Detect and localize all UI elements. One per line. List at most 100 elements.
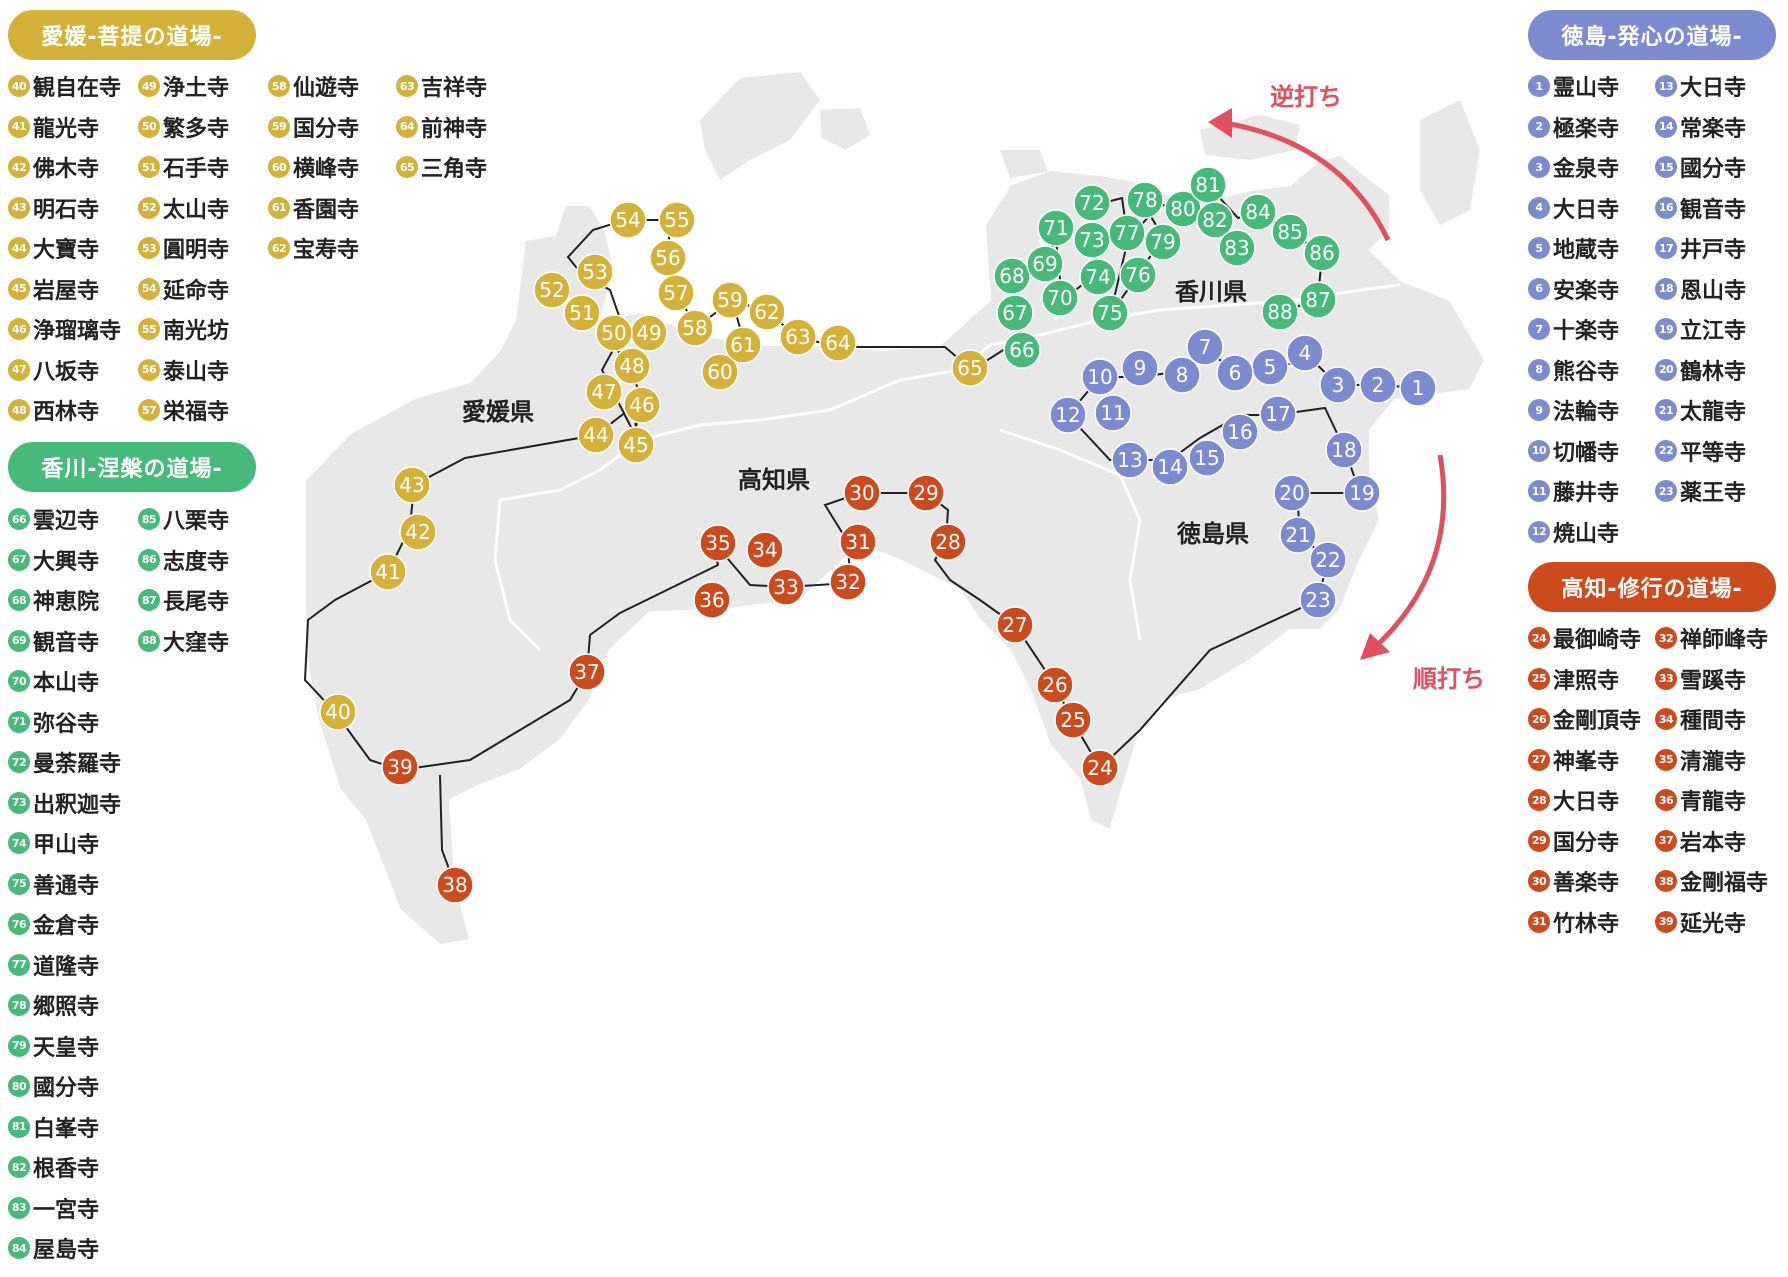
- temple-marker-circle: [829, 563, 867, 601]
- temple-marker: 57: [657, 274, 695, 312]
- temple-marker-number: 73: [1079, 228, 1104, 252]
- temple-name: 三角寺: [421, 157, 488, 182]
- temple-marker: 13: [1111, 441, 1149, 479]
- temple-number-badge: 75: [8, 872, 30, 895]
- temple-marker: 16: [1221, 413, 1259, 451]
- temple-marker-number: 28: [935, 530, 960, 554]
- temple-marker-circle: [393, 466, 431, 504]
- temple-name: 本山寺: [33, 671, 100, 696]
- temple-number-badge: 57: [138, 399, 160, 421]
- temple-marker-circle: [1309, 541, 1347, 579]
- temple-name: 藤井寺: [1553, 481, 1620, 506]
- temple-name: 曼荼羅寺: [33, 752, 122, 777]
- temple-marker-circle: [996, 606, 1034, 644]
- temple-name: 常楽寺: [1680, 116, 1747, 142]
- temple-marker: 29: [907, 474, 945, 512]
- temple-marker-number: 56: [655, 246, 680, 270]
- temple-marker-circle: [1144, 223, 1182, 261]
- temple-marker: 52: [533, 271, 571, 309]
- temple-name: 雪蹊寺: [1680, 668, 1747, 694]
- temple-marker-circle: [1303, 234, 1341, 272]
- temple-number-badge: 16: [1655, 196, 1677, 219]
- temple-name: 太山寺: [163, 197, 230, 223]
- temple-marker-circle: [1073, 184, 1111, 222]
- temple-marker-circle: [711, 281, 749, 319]
- temple-name: 南光坊: [163, 319, 230, 344]
- temple-name: 大窪寺: [163, 630, 230, 656]
- temple-marker-number: 74: [1085, 265, 1110, 289]
- temple-number-badge: 31: [1528, 910, 1550, 933]
- temple-number-badge: 59: [268, 115, 290, 138]
- temple-marker: 85: [1271, 213, 1309, 251]
- temple-name: 善楽寺: [1553, 871, 1620, 896]
- temple-marker-circle: [649, 239, 687, 277]
- temple-marker-circle: [1081, 749, 1119, 787]
- temple-marker-number: 35: [705, 531, 730, 555]
- temple-name: 圓明寺: [163, 238, 230, 263]
- temple-number-badge: 50: [138, 115, 160, 138]
- temple-marker: 84: [1239, 193, 1277, 231]
- temple-marker-number: 58: [682, 316, 707, 340]
- temple-marker-circle: [623, 386, 661, 424]
- clockwise-arrow: [1370, 454, 1447, 652]
- temple-marker: 53: [576, 253, 614, 291]
- temple-marker: 67: [996, 294, 1034, 332]
- temple-marker: 87: [1299, 281, 1337, 319]
- temple-marker-circle: [767, 568, 805, 606]
- temple-name: 大日寺: [1553, 197, 1620, 223]
- temple-name: 恩山寺: [1680, 278, 1747, 304]
- temple-marker: 50: [595, 314, 633, 352]
- temple-marker-circle: [951, 349, 989, 387]
- temple-name: 一宮寺: [33, 1197, 100, 1223]
- temple-number-badge: 43: [8, 196, 30, 219]
- temple-marker-number: 42: [405, 520, 430, 544]
- temple-marker: 81: [1189, 166, 1227, 204]
- temple-number-badge: 41: [8, 115, 30, 138]
- land-shapes: [304, 72, 1487, 947]
- temple-number-badge: 34: [1655, 708, 1677, 730]
- temple-marker: 83: [1218, 229, 1256, 267]
- temple-name: 霊山寺: [1553, 76, 1620, 101]
- temple-number-badge: 1: [1528, 75, 1550, 97]
- temple-marker-circle: [1108, 214, 1146, 252]
- temple-marker-circle: [746, 531, 784, 569]
- temple-marker-circle: [1325, 431, 1363, 469]
- temple-number-badge: 55: [138, 318, 160, 340]
- temple-number-badge: 23: [1655, 480, 1677, 502]
- temple-marker-circle: [1081, 358, 1119, 396]
- temple-marker: 19: [1343, 474, 1381, 512]
- temple-marker-number: 87: [1305, 288, 1330, 312]
- temple-marker-circle: [779, 318, 817, 356]
- temple-number-badge: 38: [1655, 870, 1677, 892]
- temple-marker-number: 67: [1002, 301, 1027, 325]
- temple-marker: 46: [623, 386, 661, 424]
- temple-name: 観自在寺: [33, 76, 122, 101]
- temple-marker-number: 81: [1195, 173, 1220, 197]
- temple-marker-circle: [701, 353, 739, 391]
- temple-marker: 69: [1026, 245, 1064, 283]
- temple-number-badge: 46: [8, 318, 30, 340]
- temple-number-badge: 76: [8, 913, 30, 935]
- temple-name: 清瀧寺: [1680, 749, 1747, 775]
